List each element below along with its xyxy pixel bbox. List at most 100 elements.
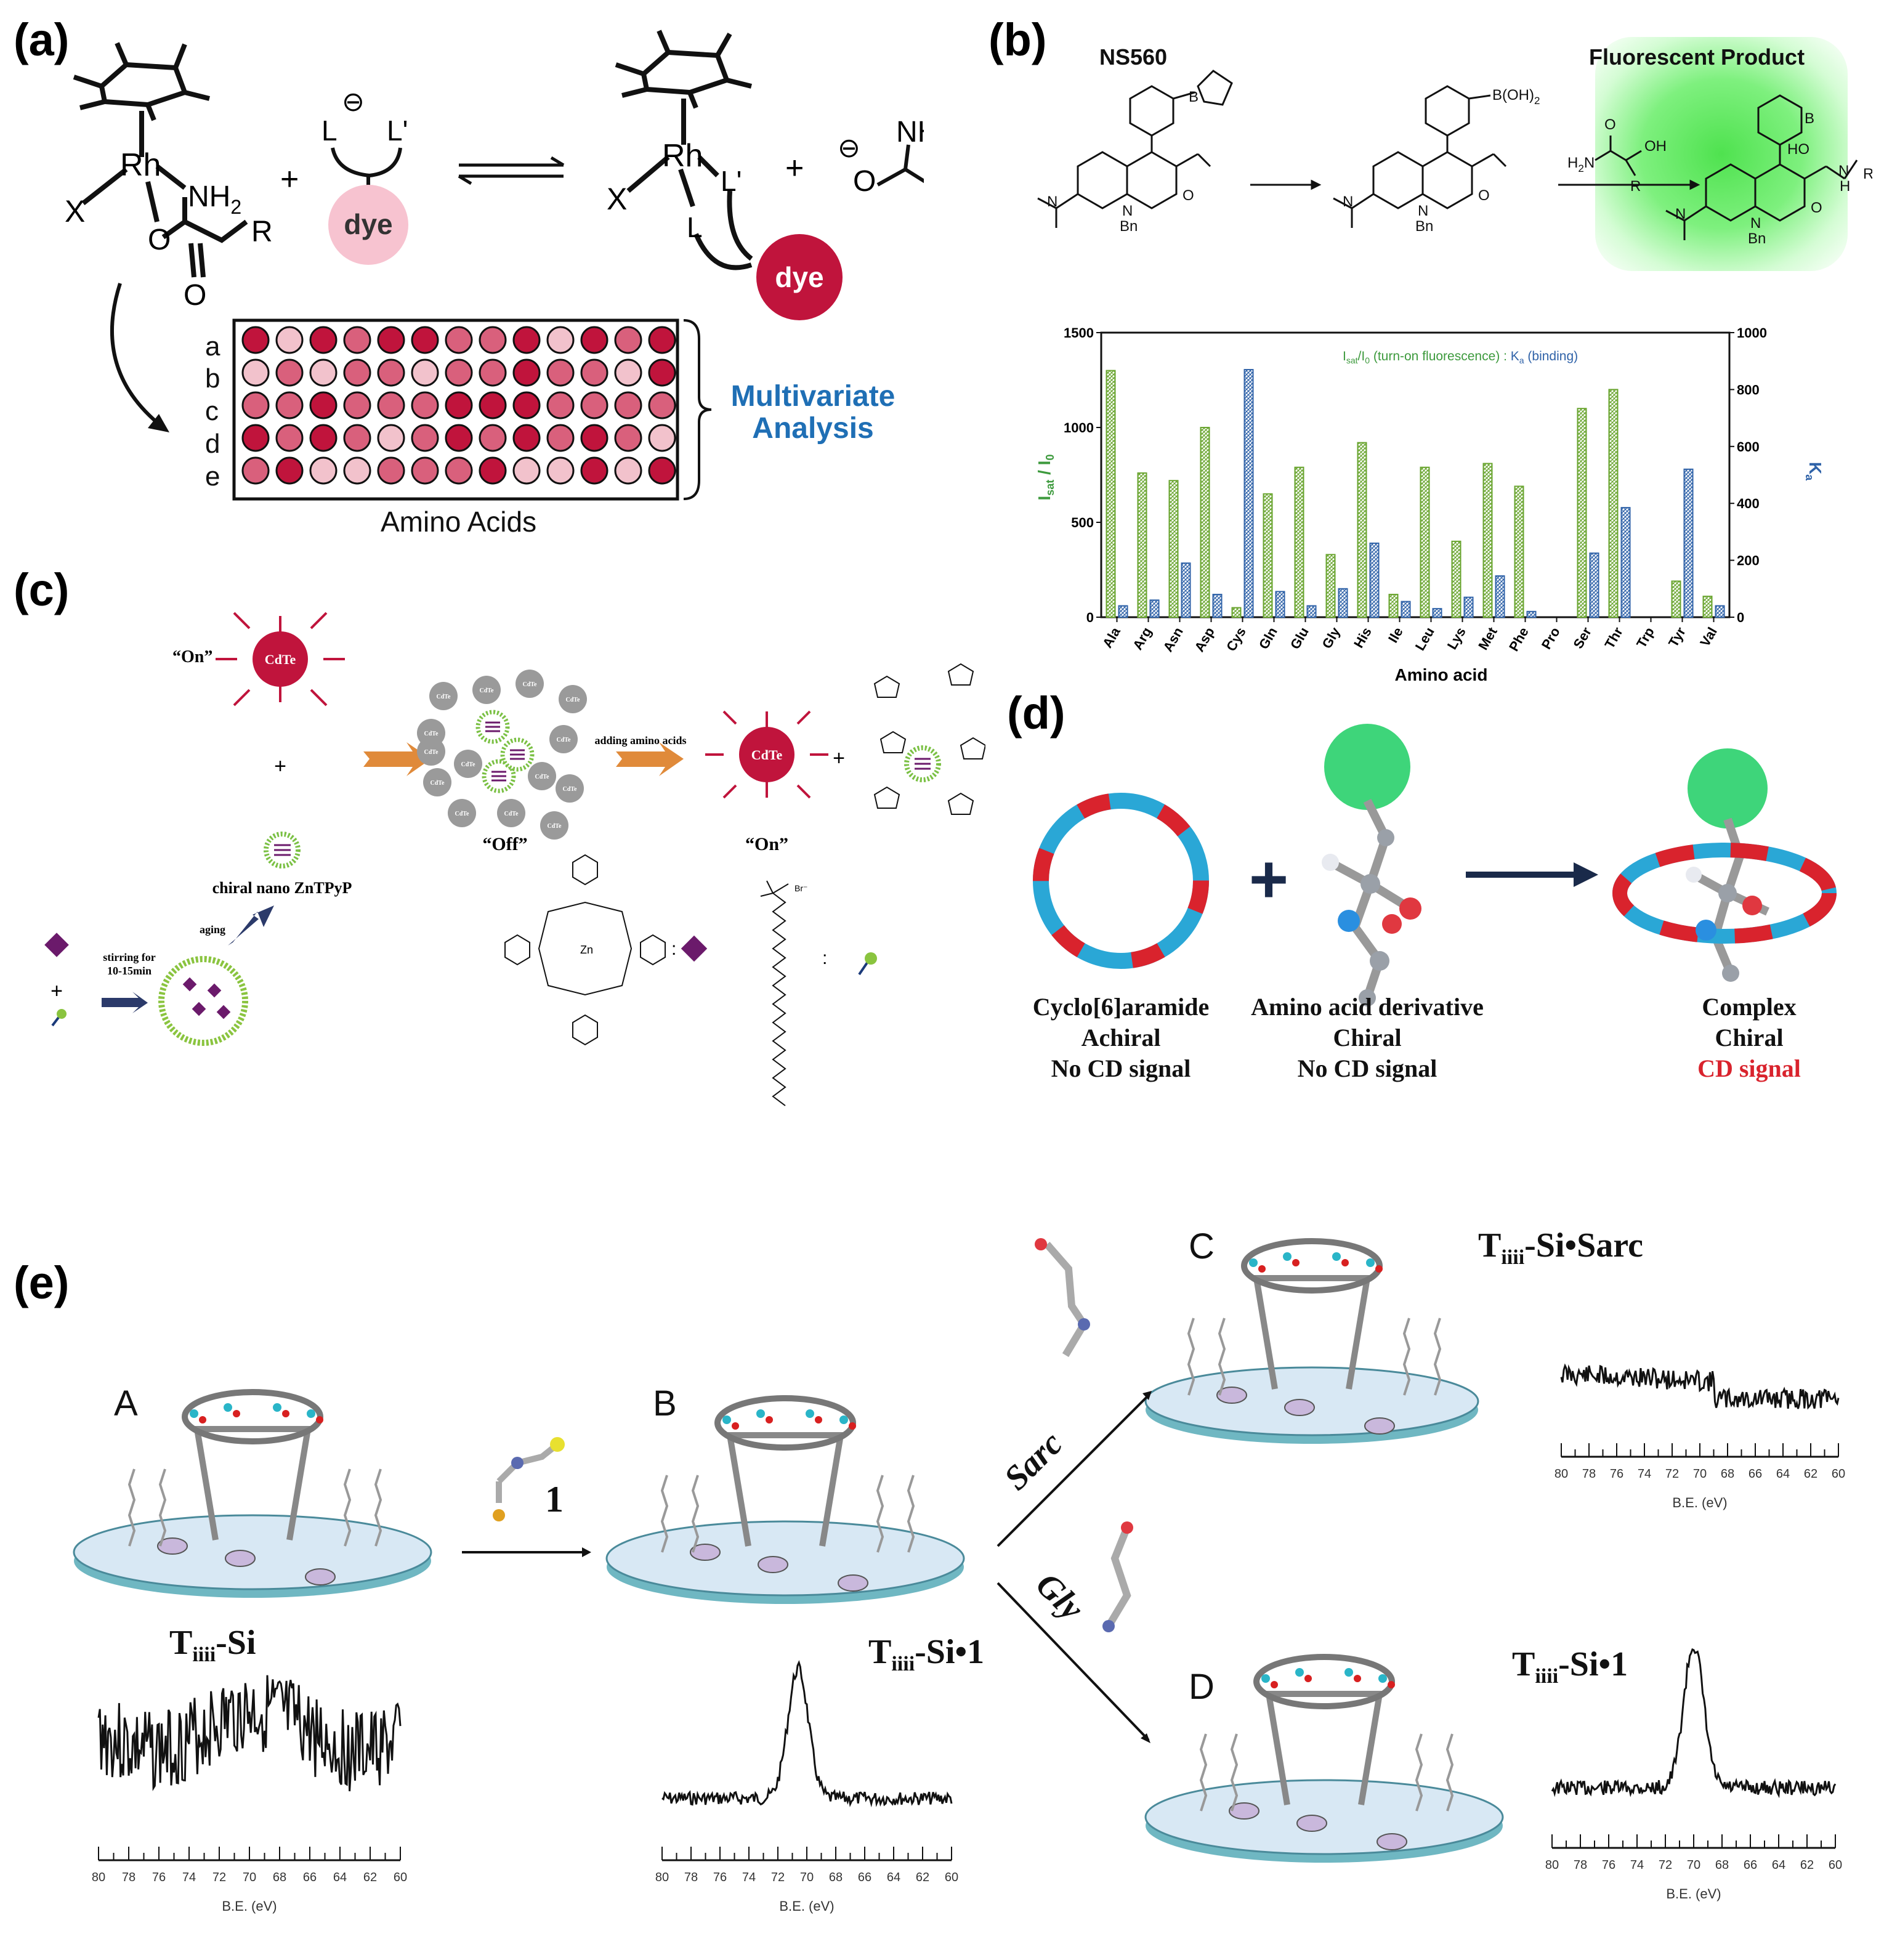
bar-isat-asn <box>1168 480 1179 618</box>
be-tick-label: 68 <box>829 1871 843 1884</box>
well <box>377 456 405 485</box>
well <box>275 456 304 485</box>
letter-D: D <box>1189 1667 1215 1707</box>
be-tick-label: 62 <box>1804 1467 1817 1481</box>
cdte-label-1: CdTe <box>265 652 296 667</box>
row-label-e: e <box>205 461 220 492</box>
y-left-tick: 1500 <box>1064 325 1094 341</box>
bar-ka-leu <box>1432 608 1442 618</box>
bar-ka-ile <box>1401 601 1411 618</box>
bar-ka-his <box>1369 542 1380 618</box>
be-tick-label: 72 <box>1659 1858 1672 1872</box>
be-tick-label: 64 <box>887 1871 900 1884</box>
be-tick-label: 62 <box>1800 1858 1814 1872</box>
be-axis-label: B.E. (eV) <box>1666 1886 1721 1901</box>
ns560-n: N <box>1122 203 1133 219</box>
br-ion: Br⁻ <box>794 883 807 893</box>
int-n: N <box>1418 203 1428 219</box>
stirring-label-2: 10-15min <box>107 965 152 977</box>
panel-a-plate <box>110 283 712 501</box>
row-label-c: c <box>205 396 219 426</box>
well <box>580 326 608 354</box>
well <box>275 358 304 387</box>
well <box>411 424 439 452</box>
bar-ka-cys <box>1243 369 1254 618</box>
bar-isat-ile <box>1388 594 1399 618</box>
bar-ka-lys <box>1463 596 1474 618</box>
svg-text:CdTe: CdTe <box>504 811 519 817</box>
well <box>241 326 270 354</box>
complex-model <box>1612 748 1837 982</box>
well <box>580 358 608 387</box>
well <box>241 456 270 485</box>
svg-text:CdTe: CdTe <box>548 823 562 830</box>
be-tick-label: 64 <box>1776 1467 1790 1481</box>
be-tick-label: 74 <box>742 1871 756 1884</box>
svg-text:CdTe: CdTe <box>424 731 439 737</box>
be-tick-label: 70 <box>800 1871 814 1884</box>
be-tick-label: 64 <box>333 1871 347 1884</box>
well <box>309 424 338 452</box>
name-A: Tiiii-Si <box>169 1624 256 1667</box>
well <box>614 456 642 485</box>
cavitand <box>1253 1275 1371 1390</box>
bar-isat-ala <box>1106 370 1116 618</box>
well <box>479 326 507 354</box>
letter-B: B <box>653 1383 677 1423</box>
well <box>614 391 642 419</box>
bar-isat-asp <box>1200 427 1210 618</box>
cavitand <box>726 1432 844 1547</box>
well <box>546 358 575 387</box>
cp-star-ring-right <box>615 30 753 270</box>
colon-1: : <box>671 939 676 959</box>
well <box>241 358 270 387</box>
l-atom-right: L <box>687 211 703 243</box>
row-label-d: d <box>205 429 220 459</box>
well <box>648 326 676 354</box>
xps-trace <box>661 1660 953 1808</box>
bar-ka-met <box>1495 575 1505 618</box>
letter-C: C <box>1189 1226 1215 1266</box>
well <box>546 456 575 485</box>
row-label-a: a <box>205 331 220 362</box>
x-axis-label: Amino acid <box>1395 665 1488 684</box>
bar-isat-cys <box>1231 607 1242 618</box>
svg-text:CdTe: CdTe <box>480 687 495 694</box>
ligand-lp: L' <box>387 115 408 147</box>
silicon-surface <box>1144 1366 1479 1436</box>
prod-n: N <box>1750 215 1761 232</box>
bar-isat-val <box>1702 596 1713 618</box>
prod-h: H <box>1840 178 1850 195</box>
ns560-bn: Bn <box>1120 218 1138 235</box>
be-tick-label: 78 <box>1574 1858 1587 1872</box>
micelle <box>158 956 248 1046</box>
cdte-quenched <box>429 682 458 710</box>
cdte-dot-on-1 <box>253 631 308 687</box>
well <box>309 326 338 354</box>
be-tick-label: 64 <box>1772 1858 1785 1872</box>
be-tick-label: 60 <box>1832 1467 1845 1481</box>
ns560-n2: N <box>1047 193 1057 210</box>
bar-isat-phe <box>1514 485 1524 618</box>
bar-isat-leu <box>1420 466 1430 618</box>
cdte-quenched <box>528 762 556 790</box>
amino-acid-model <box>1322 724 1421 1006</box>
plus-c: + <box>274 755 286 778</box>
svg-text:CdTe: CdTe <box>437 694 451 700</box>
well <box>309 391 338 419</box>
cdte-quenched <box>549 725 578 753</box>
be-tick-label: 60 <box>394 1871 407 1884</box>
prod-bn: Bn <box>1748 230 1766 247</box>
ns560-title: NS560 <box>1099 44 1168 70</box>
plot-area <box>1100 331 1731 618</box>
compound-1: 1 <box>545 1479 564 1520</box>
prod-nh: N <box>1838 163 1849 179</box>
be-tick-label: 72 <box>1665 1467 1679 1481</box>
well <box>343 456 371 485</box>
plus-c3: + <box>51 979 63 1003</box>
well <box>479 391 507 419</box>
well <box>512 391 541 419</box>
